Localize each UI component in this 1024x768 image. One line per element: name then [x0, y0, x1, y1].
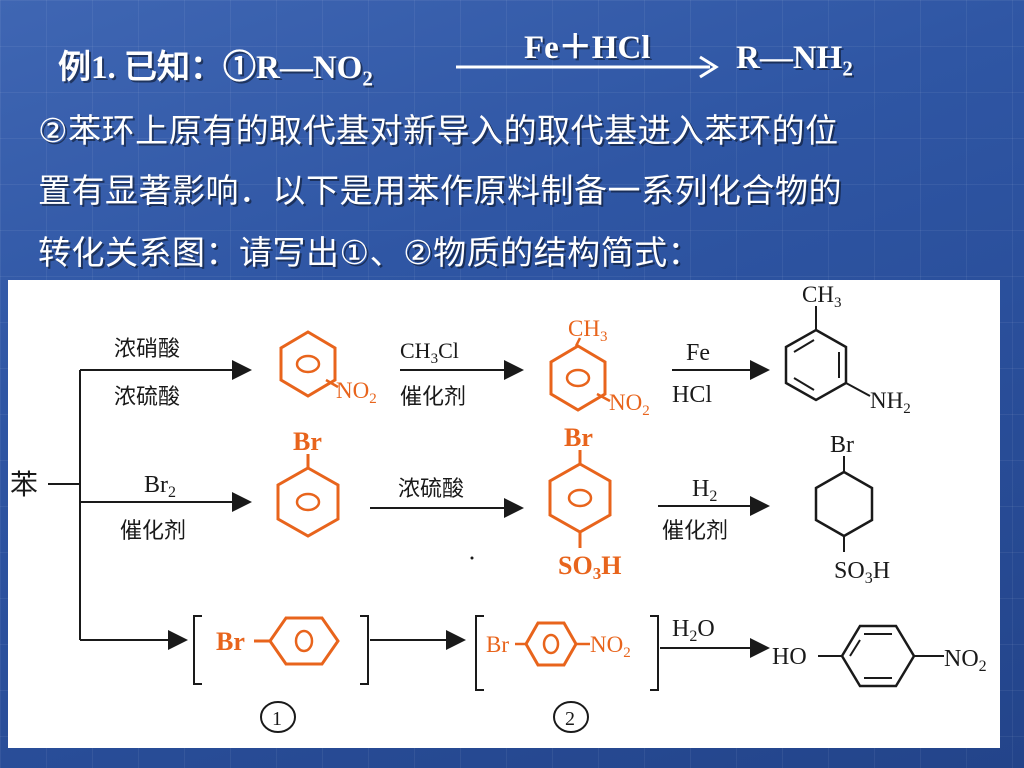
row1-methylaniline: CH3 NH2: [784, 282, 911, 417]
reaction-arrow: [456, 55, 719, 79]
reactant-r-no2: R—NO: [256, 50, 363, 86]
row2-r2-top: 浓硫酸: [398, 477, 464, 502]
row2-r3-bottom: 催化剂: [662, 519, 728, 544]
row1-nitrobenzene: NO2: [279, 330, 377, 407]
svg-text:NO2: NO2: [590, 632, 631, 661]
row2-r3-top: H2: [692, 476, 717, 505]
row1-reagent-bottom: 浓硫酸: [114, 385, 180, 410]
svg-text:Br: Br: [564, 423, 593, 452]
product-r-nh2-r: R—NH: [736, 40, 843, 76]
stray-dot: [470, 556, 474, 560]
body-line-3: 置有显著影响．以下是用苯作原料制备一系列化合物的: [38, 171, 842, 210]
svg-text:CH3: CH3: [802, 282, 841, 311]
product-r-nh2: R—NH2: [736, 40, 853, 82]
svg-text:SO3H: SO3H: [558, 551, 621, 583]
row3-r3-top: H2O: [672, 616, 715, 645]
label-circle-1: 1: [260, 701, 296, 733]
answer-box-1: Br: [193, 615, 369, 685]
reactant-r-no2-sub: 2: [362, 66, 373, 91]
row1-nitrotoluene: CH3 NO2: [549, 316, 650, 419]
body-line-2: ②苯环上原有的取代基对新导入的取代基进入苯环的位: [38, 111, 839, 150]
circled-1: ①: [223, 50, 256, 86]
label-circle-2: 2: [553, 701, 589, 733]
row2-bromocyclohexane-sulfonic-acid: Br SO3H: [814, 432, 890, 587]
example-heading: 例1. 已知：①R—NO2: [58, 40, 373, 92]
svg-text:Br: Br: [293, 427, 322, 456]
svg-text:NO2: NO2: [944, 646, 987, 675]
row1-r2-bottom: 催化剂: [400, 385, 466, 410]
svg-text:HO: HO: [772, 644, 807, 670]
reaction-diagram-svg: 苯 浓硝酸 浓硫酸 NO2 CH3Cl 催化剂 CH3 NO2 Fe HCl C…: [10, 282, 987, 733]
svg-text:NO2: NO2: [336, 378, 377, 407]
answer-box-2: Br NO2: [475, 615, 659, 691]
row1-r3-bottom: HCl: [672, 382, 712, 408]
row2-bromobenzene: Br: [276, 427, 340, 538]
reaction-reagent: Fe＋HCl: [524, 30, 651, 66]
svg-text:SO3H: SO3H: [834, 558, 890, 587]
row1-r3-top: Fe: [686, 340, 710, 366]
row1-r2-top: CH3Cl: [400, 338, 459, 367]
row2-reagent-bottom: 催化剂: [120, 519, 186, 544]
product-r-nh2-sub: 2: [842, 56, 853, 81]
svg-text:Br: Br: [216, 627, 245, 656]
row2-reagent-top: Br2: [144, 472, 176, 501]
svg-text:Br: Br: [486, 632, 509, 657]
svg-text:NO2: NO2: [609, 390, 650, 419]
body-line-4: 转化关系图：请写出①、②物质的结构简式：: [38, 233, 702, 272]
row3-nitrophenol: HO NO2: [772, 624, 987, 688]
svg-text:2: 2: [565, 708, 575, 730]
svg-text:1: 1: [272, 708, 282, 730]
svg-text:CH3: CH3: [568, 316, 607, 345]
svg-text:NH2: NH2: [870, 388, 911, 417]
reaction-diagram: 苯 浓硝酸 浓硫酸 NO2 CH3Cl 催化剂 CH3 NO2 Fe HCl C…: [8, 280, 1000, 748]
svg-text:Br: Br: [830, 432, 854, 458]
start-benzene-label: 苯: [10, 468, 38, 501]
row2-bromobenzenesulfonic-acid: Br SO3H: [548, 423, 621, 583]
example-label: 例1. 已知：: [58, 50, 223, 86]
row1-reagent-top: 浓硝酸: [114, 337, 180, 362]
